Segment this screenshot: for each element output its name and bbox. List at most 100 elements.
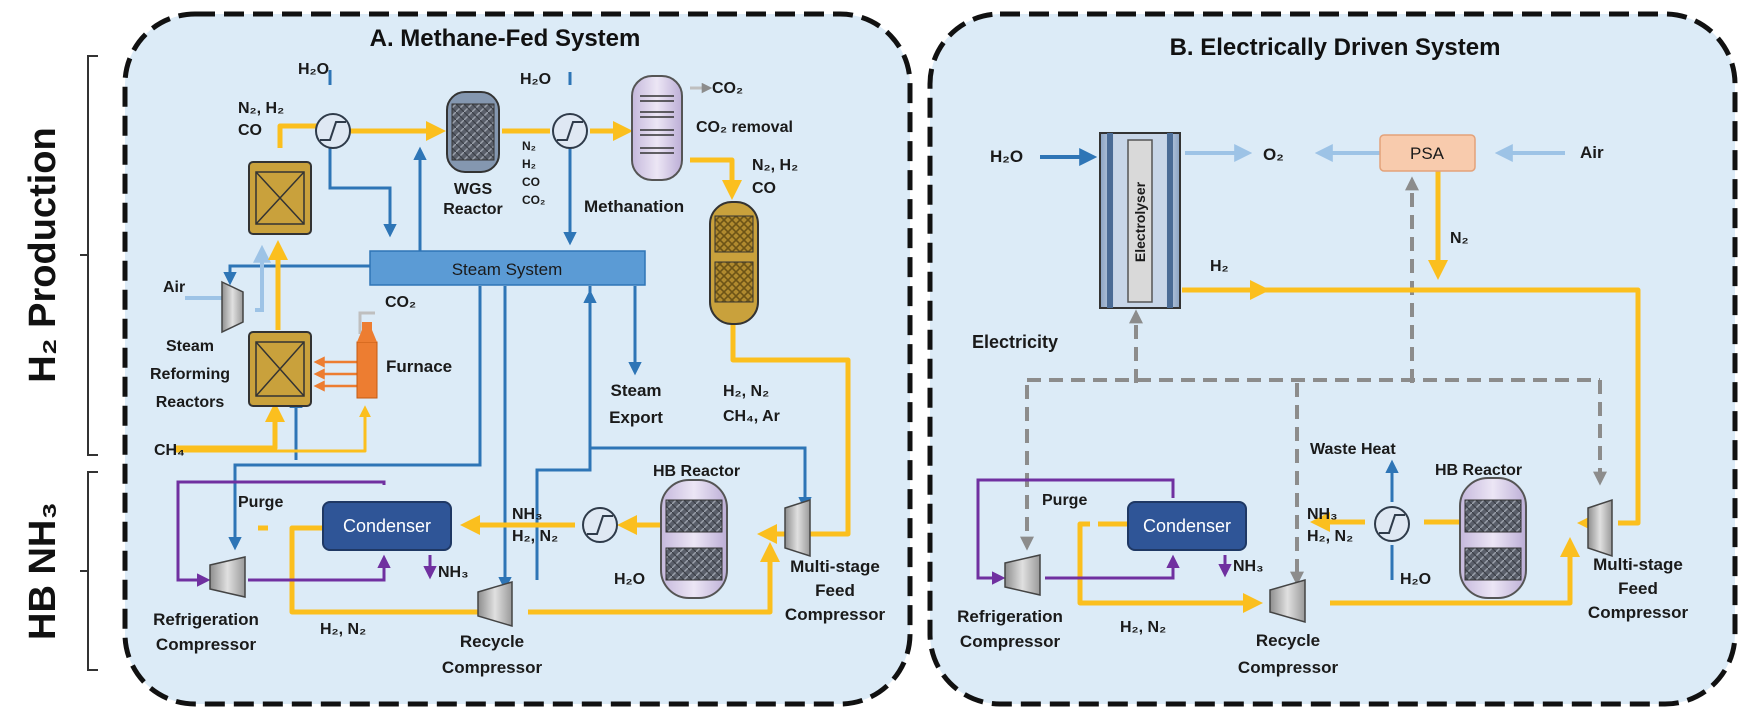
h2-production-label: H₂ Production: [22, 127, 64, 382]
b-electricity: Electricity: [972, 332, 1058, 352]
b-h2n2: H₂, N₂: [1307, 528, 1353, 545]
heat-exchanger-2: [552, 113, 588, 149]
reformer-upper: [248, 161, 312, 235]
hb-reactor-a: [660, 479, 728, 599]
electrolyser: Electrolyser: [1099, 132, 1181, 309]
a-ms-2: Feed: [815, 581, 855, 600]
refrigeration-compressor-a: [209, 556, 246, 598]
recycle-compressor-a: [477, 580, 513, 628]
b-h2o: H₂O: [990, 147, 1023, 166]
a-co-small: CO: [522, 175, 540, 189]
methanation-reactor: [709, 201, 759, 325]
b-refrig-2: Compressor: [960, 632, 1061, 651]
b-nh3: NH₃: [1307, 506, 1338, 523]
condenser-b-label: Condenser: [1143, 516, 1231, 536]
steam-system: Steam System: [369, 250, 646, 286]
a-reactors: Reactors: [156, 394, 225, 411]
heat-exchanger-1: [315, 113, 351, 149]
panel-b: Electrolyser PSA Condenser: [957, 132, 1688, 677]
steam-system-label: Steam System: [452, 260, 563, 279]
b-purge: Purge: [1042, 492, 1087, 509]
a-ms-3: Compressor: [785, 605, 886, 624]
panel-a: Steam System: [150, 61, 885, 677]
air-compressor: [221, 280, 244, 334]
feed-compressor-a: [784, 498, 811, 558]
panel-a-labels: H₂O H₂O N₂, H₂ CO WGS Reactor N₂ H₂ CO C…: [150, 61, 885, 677]
b-h2: H₂: [1210, 258, 1229, 275]
b-ms-1: Multi-stage: [1593, 555, 1683, 574]
a-co2-small: CO₂: [522, 193, 545, 207]
a-co2-out: CO₂: [712, 80, 743, 97]
a-nh3: NH₃: [512, 506, 543, 523]
recycle-compressor-b: [1269, 579, 1306, 623]
condenser-a: Condenser: [322, 501, 452, 551]
a-steam-export-1: Steam: [610, 381, 661, 400]
electricity-lines: [1020, 176, 1607, 586]
a-steam: Steam: [166, 338, 214, 355]
hb-nh3-label: HB NH₃: [22, 502, 64, 640]
a-air: Air: [163, 279, 185, 296]
a-n2: N₂: [522, 139, 536, 153]
refrigerant-loop: [176, 480, 437, 587]
panel-b-labels: H₂O O₂ Air N₂ H₂ Electricity Waste Heat …: [957, 143, 1688, 677]
b-nh3-out: NH₃: [1233, 558, 1264, 575]
steam-pipes: [223, 70, 812, 591]
a-nh3-out: NH₃: [438, 564, 469, 581]
b-recycle-1: Recycle: [1256, 631, 1320, 650]
a-methanation: Methanation: [584, 197, 684, 216]
condenser-a-label: Condenser: [343, 516, 431, 536]
a-hb-reactor: HB Reactor: [653, 463, 740, 480]
a-recycle-2: Compressor: [442, 658, 543, 677]
process-flows-b: [1077, 170, 1641, 613]
a-recycle-1: Recycle: [460, 632, 524, 651]
a-h2: H₂: [522, 157, 536, 171]
heat-exchanger-3: [582, 507, 618, 543]
a-steam-export-2: Export: [609, 408, 663, 427]
a-purge: Purge: [238, 494, 283, 511]
b-o2: O₂: [1263, 145, 1284, 164]
a-reactor: Reactor: [443, 201, 503, 218]
b-h2o-2: H₂O: [1400, 571, 1431, 588]
side-brackets: [80, 55, 98, 671]
process-flows: [175, 121, 851, 615]
panel-a-title: A. Methane-Fed System: [370, 25, 641, 52]
a-h2o-3: H₂O: [614, 571, 645, 588]
panel-b-title: B. Electrically Driven System: [1170, 34, 1501, 61]
b-n2: N₂: [1450, 230, 1469, 247]
a-ch4: CH₄: [154, 442, 185, 459]
a-h2o-2: H₂O: [520, 71, 551, 88]
b-ms-2: Feed: [1618, 579, 1658, 598]
hb-reactor-b: [1459, 477, 1527, 599]
b-refrig-1: Refrigeration: [957, 607, 1063, 626]
a-reforming: Reforming: [150, 366, 230, 383]
a-refrig-1: Refrigeration: [153, 610, 259, 629]
a-furnace: Furnace: [386, 357, 452, 376]
b-psa-label: PSA: [1410, 144, 1445, 163]
feed-compressor-b: [1587, 498, 1613, 558]
a-co: CO: [238, 122, 262, 139]
a-n2h2: N₂, H₂: [238, 100, 284, 117]
a-h2n2-5: H₂, N₂: [320, 621, 366, 638]
a-n2h2-2: N₂, H₂: [752, 157, 798, 174]
psa-unit: PSA: [1379, 134, 1476, 172]
co2-removal-column: [631, 75, 713, 181]
b-h2n2-2: H₂, N₂: [1120, 619, 1166, 636]
wgs-reactor: [446, 91, 500, 173]
b-ms-3: Compressor: [1588, 603, 1689, 622]
reformer-lower: [248, 331, 312, 407]
furnace: [356, 322, 378, 399]
a-ms-1: Multi-stage: [790, 557, 880, 576]
a-co2-removal: CO₂ removal: [696, 119, 793, 136]
a-h2n2-4: H₂, N₂: [512, 528, 558, 545]
a-wgs: WGS: [454, 181, 493, 198]
b-hb-reactor: HB Reactor: [1435, 462, 1522, 479]
heat-exchanger-b: [1374, 506, 1410, 542]
condenser-b: Condenser: [1127, 501, 1247, 551]
b-waste-heat: Waste Heat: [1310, 441, 1396, 458]
b-air: Air: [1580, 143, 1604, 162]
a-refrig-2: Compressor: [156, 635, 257, 654]
a-ch4ar: CH₄, Ar: [723, 408, 780, 425]
b-electrolyser-label: Electrolyser: [1132, 181, 1148, 262]
a-co-2: CO: [752, 180, 776, 197]
